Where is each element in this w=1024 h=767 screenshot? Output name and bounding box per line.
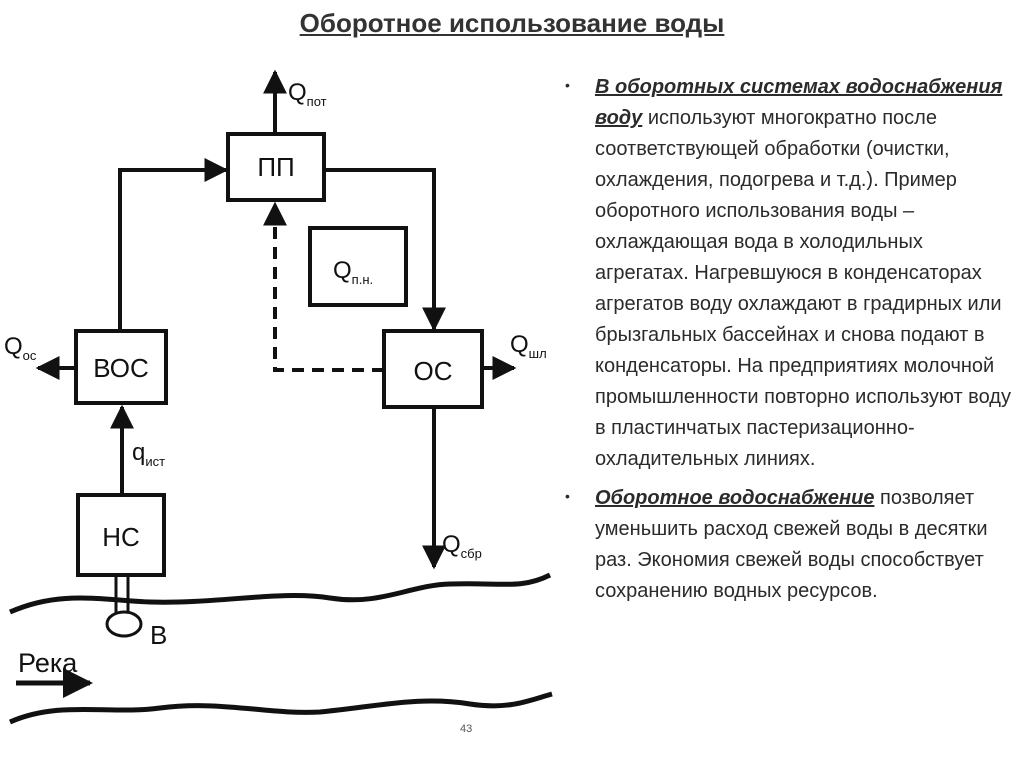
- river-label: Река: [18, 648, 78, 678]
- bullet-icon: •: [565, 77, 570, 93]
- q-os-label: Qос: [4, 333, 37, 363]
- ns-label: НС: [102, 522, 140, 552]
- river-lower-wave: [8, 691, 553, 725]
- pp-label: ПП: [257, 152, 294, 182]
- b-label: В: [150, 620, 167, 650]
- q-ist-sub: ист: [145, 454, 165, 469]
- page-number: 43: [460, 723, 472, 735]
- q-sbr-main: Q: [442, 531, 461, 558]
- qpn-main: Q: [333, 257, 352, 284]
- ns-box: [76, 493, 166, 577]
- pp-to-os-line: [324, 168, 446, 332]
- paragraph-1-body: используют многократно после соответству…: [595, 107, 1011, 470]
- q-ist-main: q: [132, 439, 145, 466]
- qpn-sub: п.н.: [352, 272, 373, 287]
- paragraph-2: • Оборотное водоснабжение позволяет умен…: [565, 483, 1015, 607]
- vos-label: ВОС: [93, 353, 148, 383]
- q-os-sub: ос: [23, 348, 37, 363]
- q-shl-label: Qшл: [510, 331, 547, 361]
- q-sbr-sub: сбр: [461, 546, 482, 561]
- paragraph-1-lead: В оборотных системах водоснабжения воду: [595, 76, 1003, 129]
- slide-title: Оборотное использование воды: [299, 8, 725, 38]
- river-upper-wave: [8, 572, 552, 615]
- q-os-main: Q: [4, 333, 23, 360]
- paragraph-2-lead: Оборотное водоснабжение: [595, 487, 875, 509]
- q-pot-sub: пот: [307, 94, 327, 109]
- bullet-icon: •: [565, 488, 570, 504]
- os-label: ОС: [414, 356, 453, 386]
- os-return-dashed-line: [263, 201, 384, 372]
- paragraph-2-body: позволяет уменьшить расход свежей воды в…: [595, 487, 988, 602]
- q-pot-label: Qпот: [288, 79, 327, 109]
- text-column: • В оборотных системах водоснабжения вод…: [565, 72, 1015, 615]
- qpn-box: [308, 226, 408, 307]
- water-recycling-diagram: ПП Qп.н. ВОС ОС НС Qпот Qос qист Qшл Qсб…: [4, 69, 553, 735]
- paragraph-1: • В оборотных системах водоснабжения вод…: [565, 72, 1015, 475]
- vos-box: [74, 329, 168, 405]
- q-shl-main: Q: [510, 331, 529, 358]
- q-sbr-label: Qсбр: [442, 531, 482, 561]
- q-shl-sub: шл: [529, 346, 547, 361]
- qpn-label: Qп.н.: [333, 257, 373, 287]
- q-pot-main: Q: [288, 79, 307, 106]
- intake-pump-icon: [105, 610, 143, 638]
- vos-to-pp-line: [118, 158, 229, 331]
- q-ist-label: qист: [132, 439, 165, 469]
